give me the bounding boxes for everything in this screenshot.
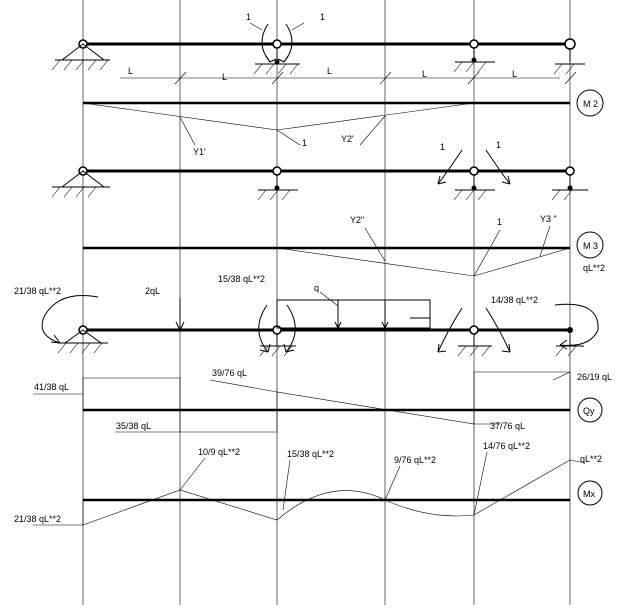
system-one-supports [51, 43, 585, 75]
y2b-label: Y2" [350, 215, 364, 225]
load-moment-b: 15/38 qL**2 [218, 274, 265, 284]
load-moment-end: qL**2 [583, 263, 605, 273]
unit-label-mid-right: 1 [496, 140, 501, 150]
moment-label-5: qL**2 [580, 454, 602, 464]
moment-label-3: 9/76 qL**2 [394, 455, 436, 465]
span-label-5: L [512, 69, 517, 79]
load-point-force: 2qL [145, 286, 160, 296]
system-two-beam [51, 149, 588, 201]
shear-diagram [33, 371, 603, 433]
moment-diagram [33, 451, 603, 526]
shear-label-3: 39/76 qL [212, 368, 247, 378]
m3-circle-label: M 3 [583, 241, 598, 251]
span-label-1: L [128, 66, 133, 76]
dimension-line [120, 71, 577, 85]
m3-unit-label: 1 [497, 217, 502, 227]
shear-label-4: 37/76 qL [490, 421, 525, 431]
system-one-beam [78, 38, 576, 50]
unit-moments-top [249, 22, 305, 63]
m2-circle-label: M 2 [583, 99, 598, 109]
loaded-beam [41, 291, 599, 357]
span-label-2: L [222, 72, 227, 82]
load-moment-c: 14/38 qL**2 [491, 295, 538, 305]
unit-label-top-left: 1 [246, 12, 251, 22]
span-label-3: L [327, 66, 332, 76]
unit-label-mid-left: 1 [440, 142, 445, 152]
shear-label-5: 26/19 qL [577, 372, 612, 382]
moment-label-4: 14/76 qL**2 [483, 441, 530, 451]
unit-label-top-right: 1 [320, 12, 325, 22]
qy-circle-label: Qy [583, 406, 595, 416]
mx-circle-label: Mx [583, 489, 595, 499]
m3-diagram [83, 225, 604, 277]
shear-label-2: 35/38 qL [116, 421, 151, 431]
y1-label: Y1' [193, 147, 206, 157]
moment-label-2: 15/38 qL**2 [287, 449, 334, 459]
m2-unit-label: 1 [302, 138, 307, 148]
load-distributed: q [314, 283, 319, 293]
y2-label: Y2' [341, 134, 354, 144]
span-label-4: L [422, 69, 427, 79]
m2-diagram [82, 89, 604, 146]
shear-label-1: 41/38 qL [34, 382, 69, 392]
load-moment-left: 21/38 qL**2 [14, 286, 61, 296]
y3-label: Y3 " [540, 214, 557, 224]
moment-label-6: 21/38 qL**2 [14, 514, 61, 524]
moment-label-1: 10/9 qL**2 [198, 447, 240, 457]
